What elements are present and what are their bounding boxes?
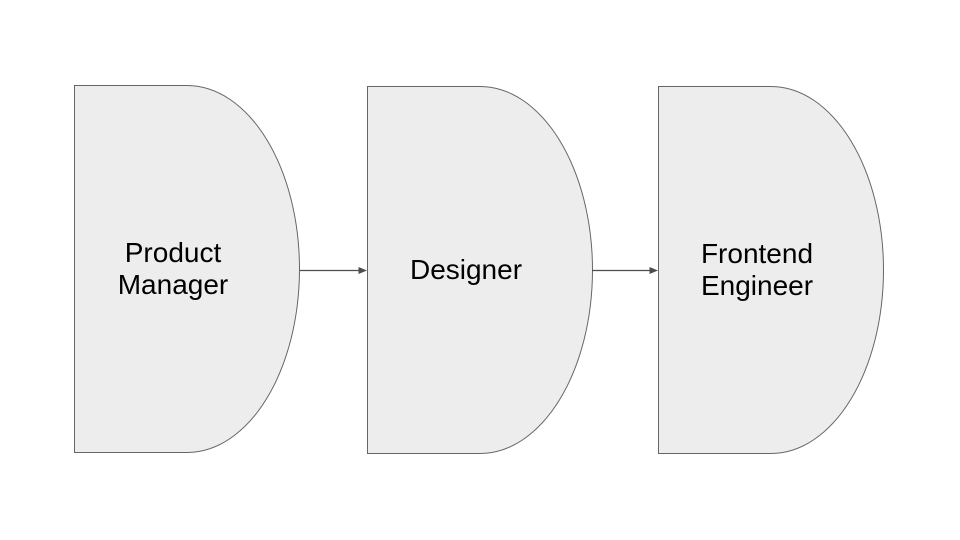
connector-arrow-pm-to-designer (300, 267, 367, 274)
node-designer[interactable]: Designer (367, 86, 593, 454)
node-frontend-engineer-label: Frontend Engineer (700, 238, 814, 301)
node-designer-label: Designer (409, 254, 523, 285)
arrowhead-icon (358, 267, 367, 274)
node-frontend-engineer[interactable]: Frontend Engineer (658, 86, 884, 454)
arrowhead-icon (649, 267, 658, 274)
node-product-manager[interactable]: Product Manager (74, 85, 300, 453)
connector-arrow-designer-to-fe (592, 267, 658, 274)
node-product-manager-label: Product Manager (117, 237, 229, 300)
